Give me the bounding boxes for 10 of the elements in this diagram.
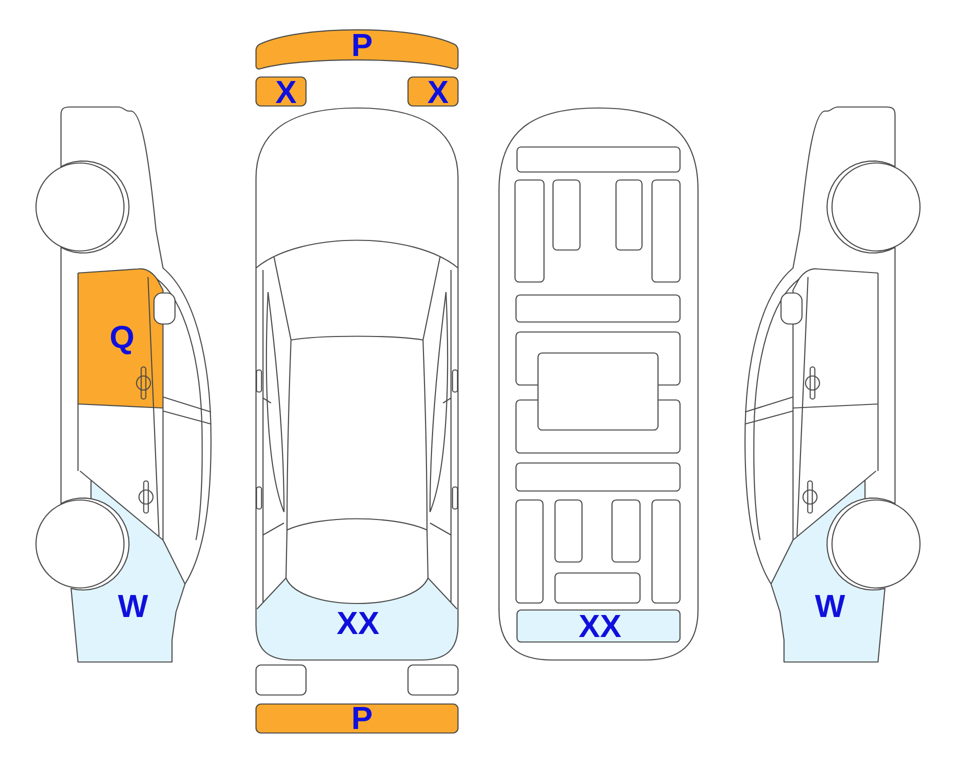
lamp-panel: X [255,76,307,107]
lamp-box [255,664,307,696]
bumper-panel: P [255,703,459,734]
bumper-panel: P [255,29,459,70]
lamp-panel: X [407,76,459,107]
bumper-panel: XX [256,578,458,660]
fender-panel: W [71,480,185,662]
lamp-box [407,664,459,696]
fender-panel: W [771,480,885,662]
door-panel: Q [78,268,163,408]
